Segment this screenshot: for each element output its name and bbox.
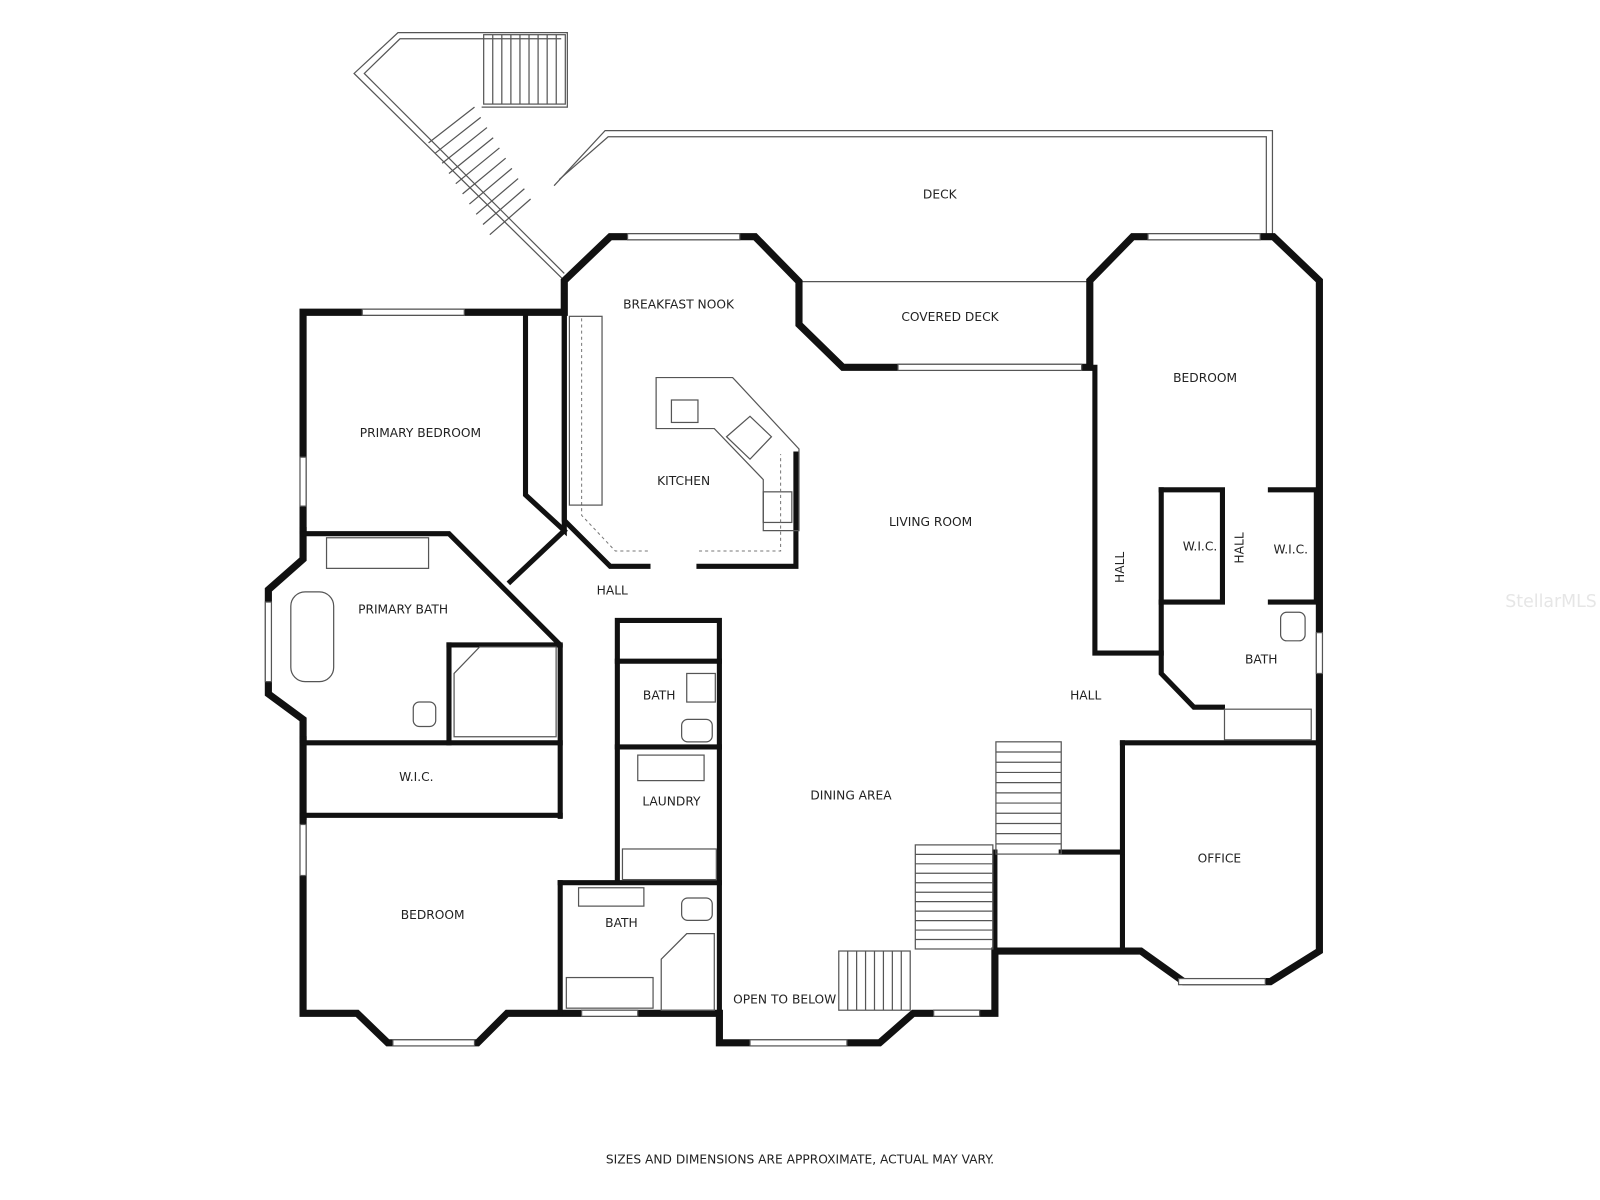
room-label-hall-bedroom: HALL [1113, 552, 1127, 583]
stair-tread [455, 147, 500, 185]
room-label-breakfast-nook: BREAKFAST NOOK [623, 298, 735, 312]
deck-outline [353, 32, 1274, 283]
stair-tread [475, 178, 519, 215]
room-label-primary-bedroom: PRIMARY BEDROOM [360, 426, 481, 440]
room-labels: DECK BREAKFAST NOOK COVERED DECK BEDROOM… [358, 187, 1308, 1006]
stair-tread [482, 188, 525, 225]
windows [264, 233, 1324, 1047]
room-label-bedroom-right: BEDROOM [1173, 371, 1237, 385]
bath-fixtures [290, 537, 1312, 1011]
stair-tread [468, 167, 513, 205]
room-label-wic-2: W.I.C. [1274, 543, 1309, 557]
room-label-bath-right: BATH [1245, 653, 1277, 667]
stair-tread [441, 127, 488, 164]
stair-tread [434, 116, 482, 154]
stair-tread [489, 198, 532, 236]
stair-tread [428, 106, 475, 144]
stair-run [914, 844, 994, 950]
room-label-wic-1: W.I.C. [1183, 539, 1218, 553]
room-label-open-to-below: OPEN TO BELOW [733, 993, 836, 1007]
room-label-bath-left: BATH [605, 916, 638, 930]
room-label-living-room: LIVING ROOM [889, 515, 972, 529]
kitchen-island [568, 315, 800, 552]
room-label-covered-deck: COVERED DECK [901, 310, 999, 324]
room-label-primary-bath: PRIMARY BATH [358, 603, 448, 617]
deck-stairs [428, 34, 566, 236]
room-label-wic-primary: W.I.C. [399, 770, 434, 784]
stair-run [995, 741, 1062, 855]
interior-stairs [838, 741, 1062, 1011]
disclaimer: SIZES AND DIMENSIONS ARE APPROXIMATE, AC… [606, 1152, 994, 1166]
room-label-bath-center: BATH [643, 688, 675, 702]
room-label-office: OFFICE [1198, 852, 1242, 866]
stair-tread [448, 137, 494, 174]
room-label-kitchen: KITCHEN [657, 474, 710, 488]
stair-tread [462, 157, 507, 195]
room-label-hall-right: HALL [1070, 688, 1101, 702]
room-label-bedroom-left: BEDROOM [401, 908, 465, 922]
watermark: StellarMLS [1505, 592, 1596, 612]
room-label-hall-center: HALL [597, 583, 628, 597]
stair-run [483, 34, 566, 105]
interior-walls [300, 293, 1319, 1016]
room-label-deck: DECK [923, 187, 958, 201]
room-label-dining-area: DINING AREA [810, 788, 892, 802]
room-label-hall-wic: HALL [1232, 532, 1246, 563]
room-label-laundry: LAUNDRY [642, 795, 701, 809]
